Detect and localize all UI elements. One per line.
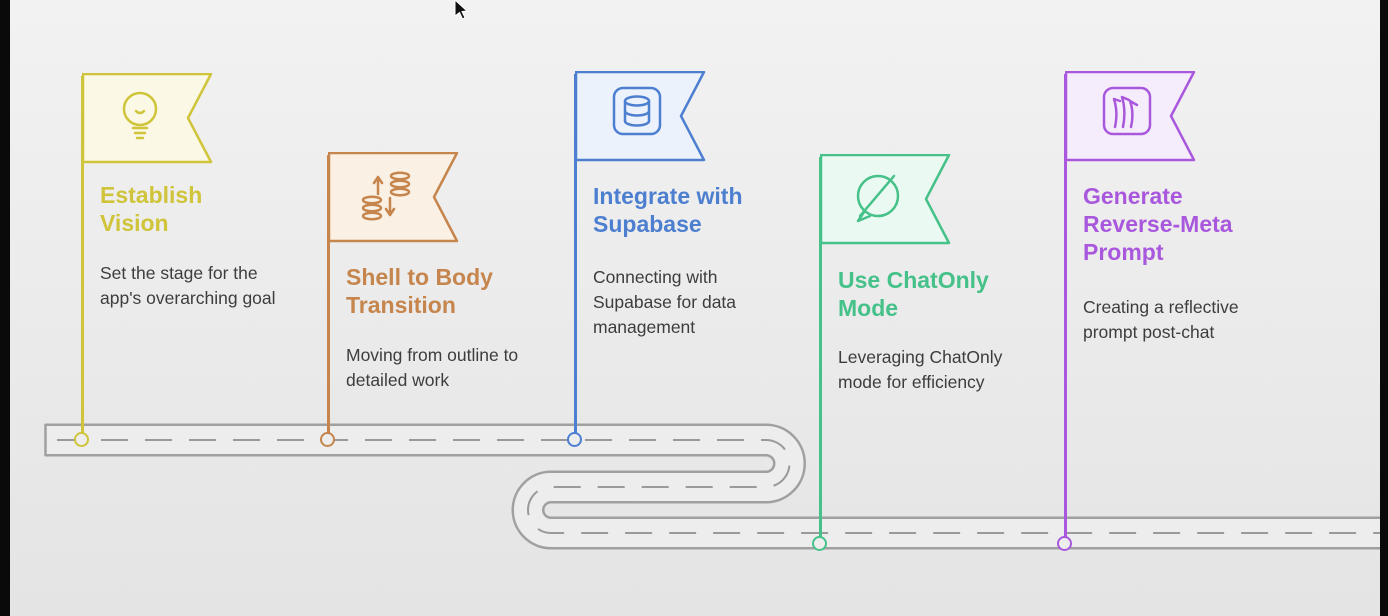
milestone-title: Generate Reverse-Meta Prompt (1083, 183, 1233, 266)
milestone-description: Set the stage for the app's overarching … (100, 263, 276, 308)
flag-pole (1064, 74, 1067, 547)
road-surface (45, 426, 1380, 547)
flag-pole (819, 157, 822, 547)
flag-banner (575, 71, 706, 162)
milestone-description: Connecting with Supabase for data manage… (593, 267, 737, 337)
flag-banner (1065, 71, 1196, 162)
milestone-description: Moving from outline to detailed work (346, 345, 519, 390)
milestone-description: Creating a reflective prompt post-chat (1083, 297, 1239, 342)
road-node (567, 432, 582, 447)
flag-banner (820, 154, 951, 245)
database-icon (612, 86, 662, 136)
mouse-cursor-icon (454, 0, 469, 20)
left-edge-bar (0, 0, 10, 616)
milestone-title: Use ChatOnly Mode (838, 267, 989, 322)
road-node (74, 432, 89, 447)
road-centerline (45, 439, 1380, 534)
right-edge-bar (1380, 0, 1388, 616)
milestone-description: Leveraging ChatOnly mode for efficiency (838, 347, 1003, 392)
lightbulb-icon (122, 91, 158, 140)
flag-pole (327, 155, 330, 443)
milestone-title: Integrate with Supabase (593, 183, 743, 238)
flag-banner (82, 73, 213, 164)
flag-pole (574, 74, 577, 443)
transfer-stacks-icon (361, 171, 411, 221)
milestone-title: Establish Vision (100, 182, 203, 237)
milestone-title: Shell to Body Transition (346, 264, 493, 319)
chat-disabled-icon (856, 174, 900, 223)
whiteboard-icon (1102, 86, 1152, 136)
road-node (1057, 536, 1072, 551)
road-node (320, 432, 335, 447)
flag-pole (81, 76, 84, 442)
flag-banner (328, 152, 459, 243)
road-node (812, 536, 827, 551)
